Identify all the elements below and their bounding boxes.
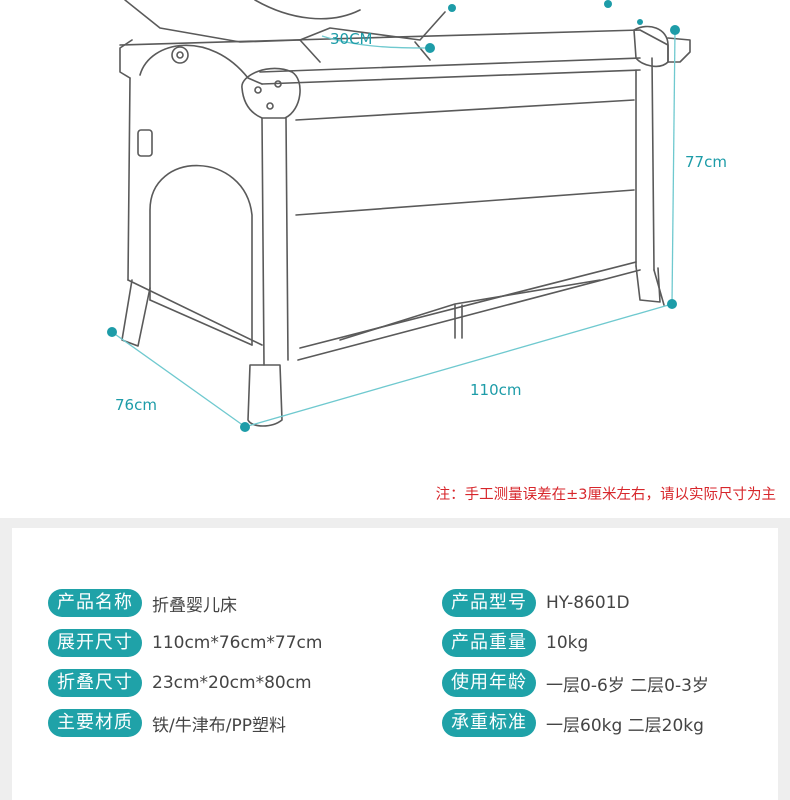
spec-key: 产品型号 [442,589,536,617]
spec-card: 产品名称 折叠婴儿床 展开尺寸 110cm*76cm*77cm 折叠尺寸 23c… [12,528,778,800]
spec-row-load-capacity: 承重标准 一层60kg 二层20kg [442,709,704,737]
spec-value: 折叠婴儿床 [152,595,237,616]
crib-line-drawing [107,0,691,432]
spec-row-product-name: 产品名称 折叠婴儿床 [48,589,237,617]
spec-value: 一层60kg 二层20kg [546,715,704,736]
spec-section: 产品名称 折叠婴儿床 展开尺寸 110cm*76cm*77cm 折叠尺寸 23c… [0,518,790,800]
spec-value: 23cm*20cm*80cm [152,673,312,693]
spec-key: 产品重量 [442,629,536,657]
spec-value: 10kg [546,633,589,653]
length-dimension-label: 110cm [470,381,522,399]
product-diagram: 30CM 77cm 76cm 110cm 注：手工测量误差在±3厘米左右，请以实… [107,0,776,503]
depth-dimension-label: 30CM [330,30,373,48]
spec-row-weight: 产品重量 10kg [442,629,588,657]
measurement-note: 注：手工测量误差在±3厘米左右，请以实际尺寸为主 [435,487,776,503]
spec-key: 折叠尺寸 [48,669,142,697]
spec-row-folded-size: 折叠尺寸 23cm*20cm*80cm [48,669,312,697]
spec-value: HY-8601D [546,593,630,613]
spec-key: 主要材质 [48,709,142,737]
spec-key: 承重标准 [442,709,536,737]
height-dimension-label: 77cm [685,153,727,171]
spec-key: 展开尺寸 [48,629,142,657]
spec-key: 产品名称 [48,589,142,617]
spec-value: 一层0-6岁 二层0-3岁 [546,675,709,696]
spec-value: 110cm*76cm*77cm [152,633,323,653]
spec-row-age: 使用年龄 一层0-6岁 二层0-3岁 [442,669,709,697]
spec-row-model: 产品型号 HY-8601D [442,589,630,617]
spec-row-unfolded-size: 展开尺寸 110cm*76cm*77cm [48,629,322,657]
spec-key: 使用年龄 [442,669,536,697]
width-dimension-label: 76cm [115,396,157,414]
spec-value: 铁/牛津布/PP塑料 [152,715,286,736]
spec-row-material: 主要材质 铁/牛津布/PP塑料 [48,709,286,737]
